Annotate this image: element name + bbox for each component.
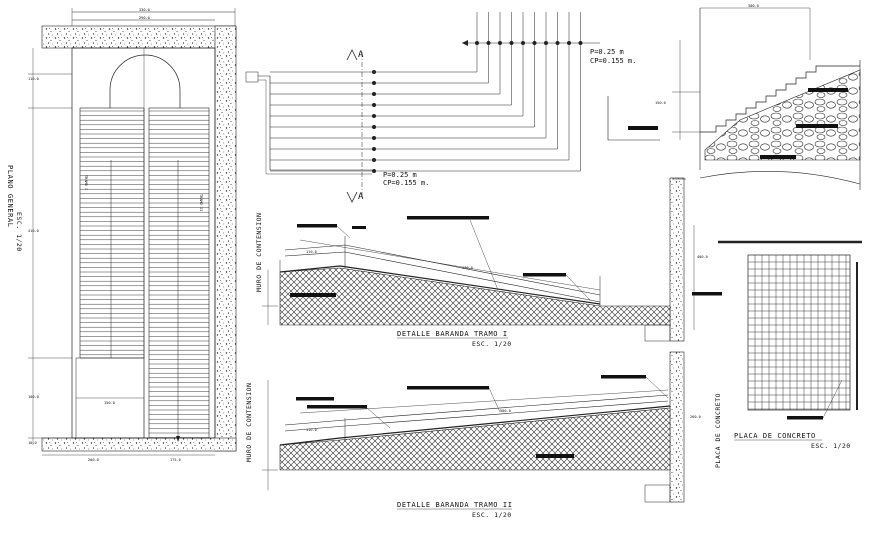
- dim-d2-h: 260.0: [690, 415, 701, 419]
- stair-plan-detail: A A P=0.25 m CP=0.155 m. P=0.25 m CP=0.1…: [245, 12, 636, 203]
- general-plan: 330.0 290.0 110.0 410.0 100.0 10.0 200.0…: [6, 8, 237, 462]
- dim-plan-left-1: 110.0: [28, 77, 39, 81]
- stair-elevation: 300.0 150.0: [607, 4, 861, 190]
- detail1-scale: ESC. 1/20: [472, 340, 512, 348]
- dim-plan-bottom-1: 200.0: [88, 458, 99, 462]
- railing-detail-1: 110.0 470.0 400.0 MURO DE CONTENSION DET…: [255, 177, 722, 348]
- dim-d1-h: 400.0: [697, 255, 708, 259]
- left-run-label: TRAMO I: [84, 175, 88, 190]
- rise-note-top-1: P=0.25 m: [590, 48, 624, 56]
- rise-note-mid-2: CP=0.155 m.: [383, 179, 429, 187]
- dim-plan-top-total: 330.0: [139, 8, 150, 12]
- slab-side-label: PLACA DE CONCRETO: [714, 393, 722, 468]
- dim-d1-a: 110.0: [306, 250, 317, 254]
- dim-plan-left-3: 100.0: [28, 395, 39, 399]
- right-run-label: TRAMO II: [199, 194, 203, 211]
- detail1-title: DETALLE BARANDA TRAMO I: [397, 330, 508, 338]
- railing-detail-2: 110.0 500.0 260.0 MURO DE CONTENSION PLA…: [245, 351, 722, 519]
- detail2-title: DETALLE BARANDA TRAMO II: [397, 501, 513, 509]
- dim-plan-mid: 150.0: [104, 401, 115, 405]
- dim-plan-left-2: 410.0: [28, 229, 39, 233]
- dim-plan-bottom-2: 175.0: [170, 458, 181, 462]
- dim-plan-left-4: 10.0: [28, 441, 37, 445]
- section-letter-bottom: A: [358, 192, 364, 202]
- dim-elev-top: 300.0: [748, 4, 759, 8]
- slab-title: PLACA DE CONCRETO: [734, 432, 816, 440]
- slab-scale: ESC. 1/20: [811, 442, 851, 450]
- plan-scale: ESC. 1/20: [15, 212, 23, 252]
- wall-label-2: MURO DE CONTENSION: [245, 383, 253, 462]
- section-letter-top: A: [358, 50, 364, 60]
- dim-d2-a: 110.0: [306, 428, 317, 432]
- rise-note-top-2: CP=0.155 m.: [590, 57, 636, 65]
- dim-elev-h: 150.0: [655, 101, 666, 105]
- wall-label-1: MURO DE CONTENSION: [255, 213, 263, 292]
- rise-note-mid-1: P=0.25 m: [383, 171, 417, 179]
- concrete-slab-detail: PLACA DE CONCRETO ESC. 1/20: [718, 240, 862, 450]
- plan-title: PLANO GENERAL: [6, 165, 14, 228]
- detail2-scale: ESC. 1/20: [472, 511, 512, 519]
- dim-d1-b: 470.0: [462, 266, 473, 270]
- dim-d2-b: 500.0: [500, 409, 511, 413]
- dim-plan-top-inner: 290.0: [139, 16, 150, 20]
